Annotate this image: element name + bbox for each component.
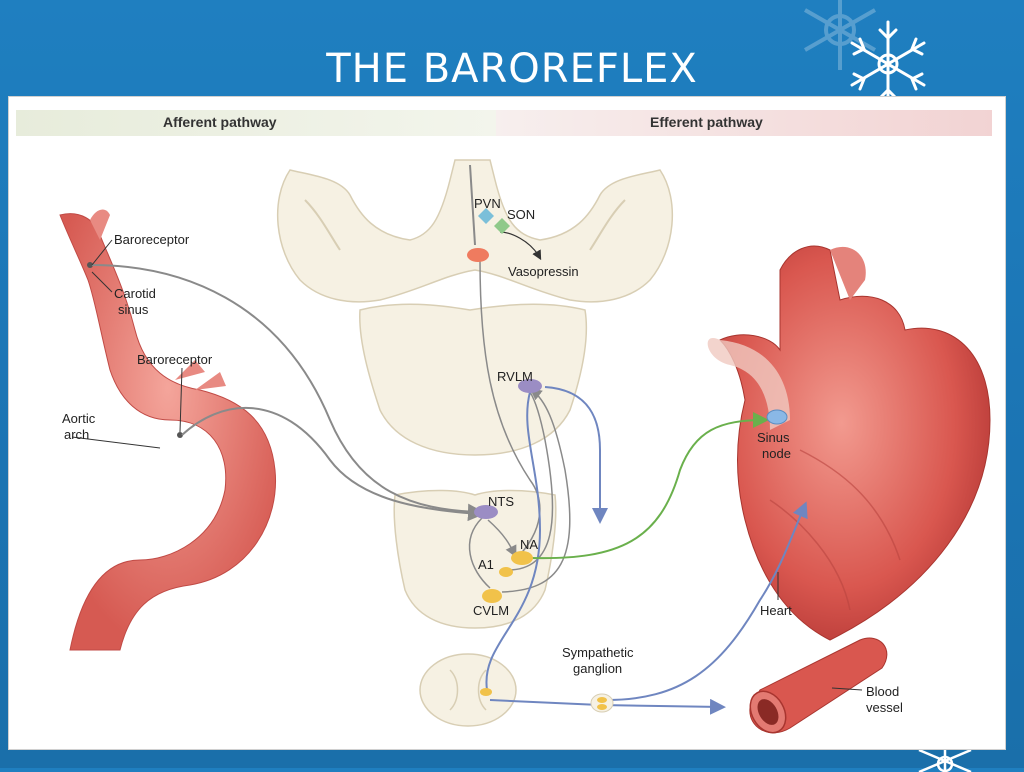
- carotid-baroreceptor-label: Baroreceptor: [114, 232, 190, 247]
- rvlm-label: RVLM: [497, 369, 533, 384]
- efferent-pathway-label: Efferent pathway: [650, 114, 763, 130]
- na-label: NA: [520, 537, 539, 552]
- blood-vessel-label-2: vessel: [866, 700, 903, 715]
- medulla-section: [393, 489, 557, 629]
- hypothalamus-section: [276, 159, 674, 303]
- sympathetic-ganglion-label-2: ganglion: [573, 661, 623, 676]
- sympathetic-ganglion: [590, 693, 614, 713]
- nts-label: NTS: [488, 494, 514, 509]
- vasopressin-label: Vasopressin: [508, 264, 579, 279]
- son-nucleus: [494, 218, 510, 234]
- a1-label: A1: [478, 557, 494, 572]
- heart-label: Heart: [760, 603, 792, 618]
- rvlm-nucleus: [518, 379, 542, 393]
- aortic-arch-label-2: arch: [64, 427, 90, 442]
- nts-nucleus: [474, 505, 498, 519]
- carotid-aortic-artery: [59, 209, 277, 651]
- snowflake-icon: [850, 20, 926, 108]
- son-label: SON: [507, 207, 536, 222]
- blood-vessel-illustration: [749, 637, 888, 734]
- carotid-sinus-label-2: sinus: [118, 302, 149, 317]
- hypothalamic-nucleus: [467, 248, 489, 262]
- aortic-baroreceptor-label: Baroreceptor: [137, 352, 213, 367]
- carotid-sinus-label-1: Carotid: [114, 286, 156, 301]
- pvn-nucleus: [478, 208, 494, 224]
- afferent-band: [16, 110, 496, 136]
- pons-section: [359, 303, 588, 456]
- aortic-arch-label-1: Aortic: [62, 411, 96, 426]
- cvlm-label: CVLM: [473, 603, 510, 618]
- a1-nucleus: [499, 567, 513, 577]
- sinus-node-label-1: Sinus: [757, 430, 790, 445]
- snowflake-icon: [804, 0, 876, 70]
- na-nucleus: [511, 551, 533, 565]
- sympathetic-ganglion-label-1: Sympathetic: [562, 645, 634, 660]
- cvlm-nucleus: [482, 589, 502, 603]
- heart-illustration: [707, 245, 991, 641]
- pvn-label: PVN: [474, 196, 501, 211]
- sinus-node-label-2: node: [762, 446, 791, 461]
- slide-title: THE BAROREFLEX: [326, 46, 698, 92]
- spinal-cord-section: [419, 653, 517, 727]
- efferent-band: [496, 110, 992, 136]
- spinal-nucleus: [480, 688, 492, 696]
- blood-vessel-label-1: Blood: [866, 684, 900, 699]
- sinus-node: [766, 409, 788, 425]
- afferent-pathway-label: Afferent pathway: [163, 114, 277, 130]
